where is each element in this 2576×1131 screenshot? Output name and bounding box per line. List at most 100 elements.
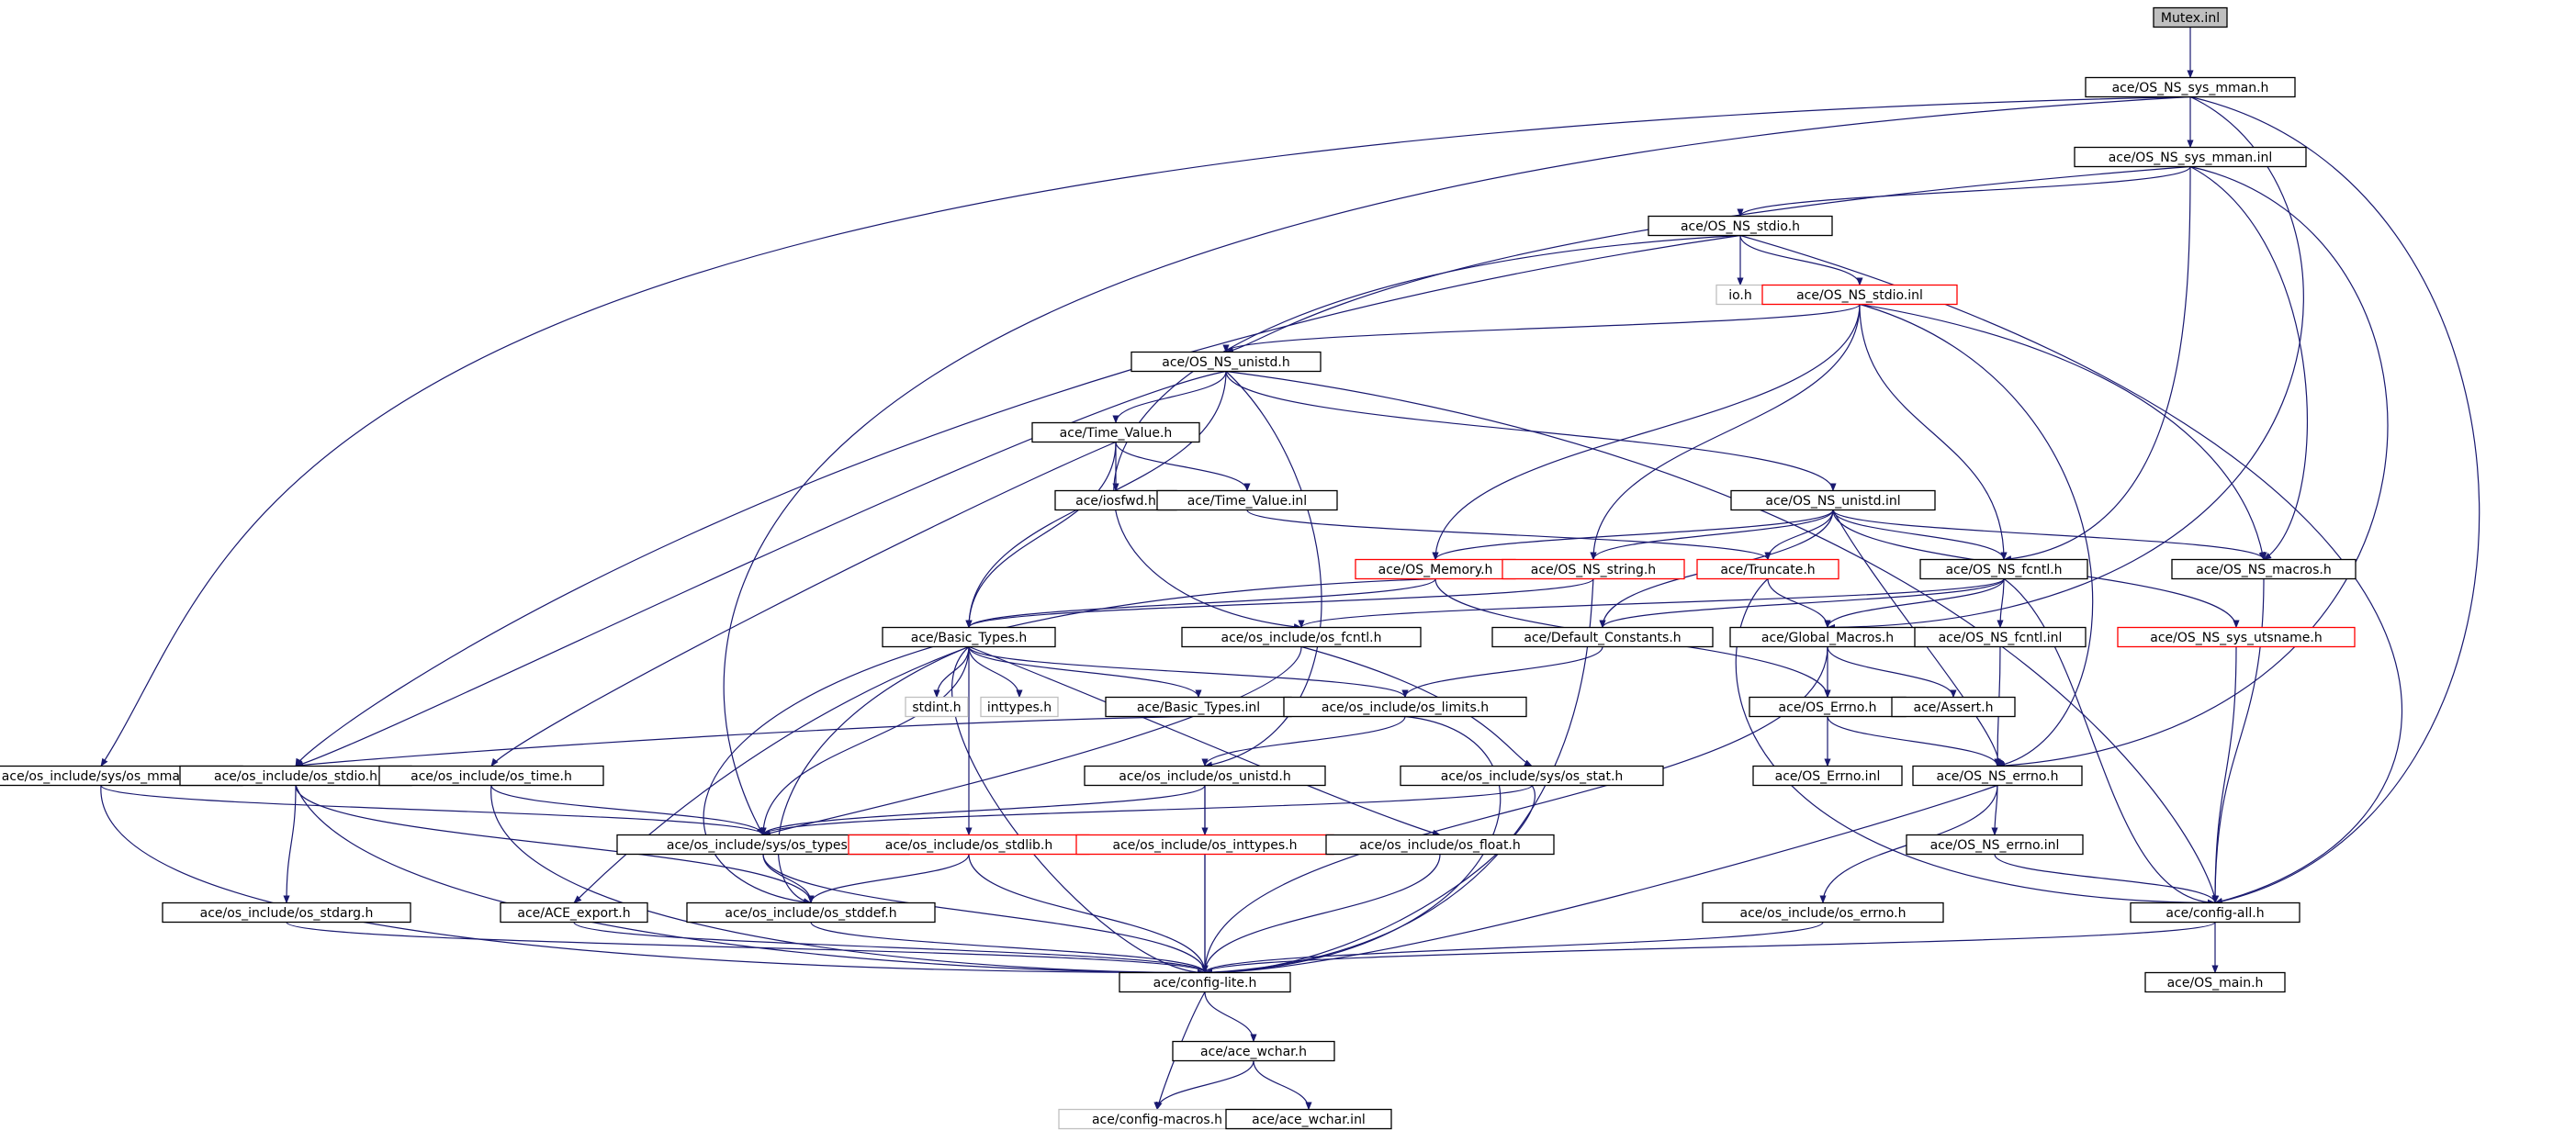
node-ace-export-h[interactable]: ace/ACE_export.h — [500, 901, 648, 924]
node-box — [1761, 284, 1958, 306]
node-label: ace/os_include/os_limits.h — [1322, 700, 1489, 715]
node-os-memory-h[interactable]: ace/OS_Memory.h — [1355, 558, 1516, 580]
node-label: ace/config-macros.h — [1092, 1113, 1222, 1127]
node-label: ace/Global_Macros.h — [1761, 631, 1894, 645]
node-label: inttypes.h — [987, 700, 1052, 715]
node-inttypes-h[interactable]: inttypes.h — [980, 696, 1059, 718]
node-os-include-os-unistd-h[interactable]: ace/os_include/os_unistd.h — [1084, 765, 1326, 787]
node-global-macros-h[interactable]: ace/Global_Macros.h — [1729, 626, 1926, 648]
node-basic-types-inl[interactable]: ace/Basic_Types.inl — [1105, 696, 1292, 718]
node-os-include-os-float-h[interactable]: ace/os_include/os_float.h — [1325, 834, 1555, 856]
node-os-include-os-stdlib-h[interactable]: ace/os_include/os_stdlib.h — [848, 834, 1090, 856]
edge-os-include-sys-os-stat-h-to-config-lite-h — [1204, 785, 1535, 977]
node-box — [378, 765, 604, 787]
node-label: ace/OS_NS_errno.inl — [1930, 838, 2060, 853]
node-os-ns-errno-inl[interactable]: ace/OS_NS_errno.inl — [1906, 834, 2084, 856]
node-os-include-os-inttypes-h[interactable]: ace/os_include/os_inttypes.h — [1075, 834, 1334, 856]
node-label: ace/os_include/sys/os_stat.h — [1441, 769, 1624, 784]
node-label: ace/OS_Memory.h — [1378, 563, 1493, 577]
edge-os-include-os-stdarg-h-to-config-lite-h — [286, 921, 1209, 974]
node-box — [1912, 765, 2083, 787]
node-label: io.h — [1728, 288, 1752, 303]
node-os-ns-sys-utsname-h[interactable]: ace/OS_NS_sys_utsname.h — [2117, 626, 2356, 648]
node-ace-wchar-h[interactable]: ace/ace_wchar.h — [1172, 1040, 1335, 1062]
node-label: ace/OS_NS_macros.h — [2196, 563, 2331, 577]
node-config-lite-h[interactable]: ace/config-lite.h — [1119, 971, 1291, 993]
edge-os-include-os-limits-h-to-os-include-os-unistd-h — [1201, 716, 1406, 767]
node-box — [1648, 215, 1833, 237]
node-label: ace/config-all.h — [2165, 906, 2264, 921]
node-os-ns-fcntl-inl[interactable]: ace/OS_NS_fcntl.inl — [1914, 626, 2087, 648]
node-box — [162, 901, 411, 924]
edge-default-constants-h-to-os-include-os-limits-h — [1401, 646, 1603, 699]
node-config-all-h[interactable]: ace/config-all.h — [2130, 901, 2300, 924]
node-os-include-os-stdarg-h[interactable]: ace/os_include/os_stdarg.h — [162, 901, 411, 924]
node-config-macros-h[interactable]: ace/config-macros.h — [1058, 1108, 1256, 1130]
node-time-value-h[interactable]: ace/Time_Value.h — [1031, 421, 1200, 443]
edge-os-ns-stdio-h-to-os-ns-stdio-inl — [1739, 235, 1863, 286]
edge-os-ns-stdio-inl-to-os-ns-macros-h — [1859, 303, 2266, 561]
node-os-ns-stdio-h[interactable]: ace/OS_NS_stdio.h — [1648, 215, 1833, 237]
edge-os-ns-sys-mman-inl-to-os-ns-stdio-h — [1737, 165, 2191, 218]
edge-os-include-os-fcntl-h-to-os-include-sys-os-types-h — [762, 646, 1302, 836]
node-os-ns-unistd-h[interactable]: ace/OS_NS_unistd.h — [1131, 351, 1322, 373]
node-assert-h[interactable]: ace/Assert.h — [1891, 696, 2016, 718]
edge-os-ns-stdio-h-to-config-all-h — [1739, 234, 2403, 904]
node-os-errno-h[interactable]: ace/OS_Errno.h — [1749, 696, 1907, 718]
node-os-ns-unistd-inl[interactable]: ace/OS_NS_unistd.inl — [1730, 489, 1936, 511]
node-time-value-inl[interactable]: ace/Time_Value.inl — [1156, 489, 1338, 511]
edge-time-value-inl-to-truncate-h — [1246, 509, 1772, 561]
node-os-errno-inl[interactable]: ace/OS_Errno.inl — [1752, 765, 1903, 787]
node-label: ace/os_include/sys/os_types.h — [667, 838, 860, 853]
node-stdint-h[interactable]: stdint.h — [905, 696, 969, 718]
node-os-include-os-stdio-h[interactable]: ace/os_include/os_stdio.h — [179, 765, 412, 787]
node-os-ns-string-h[interactable]: ace/OS_NS_string.h — [1502, 558, 1685, 580]
node-default-constants-h[interactable]: ace/Default_Constants.h — [1491, 626, 1714, 648]
node-os-ns-fcntl-h[interactable]: ace/OS_NS_fcntl.h — [1919, 558, 2088, 580]
node-os-include-os-errno-h[interactable]: ace/os_include/os_errno.h — [1702, 901, 1944, 924]
node-ace-wchar-inl[interactable]: ace/ace_wchar.inl — [1225, 1108, 1392, 1130]
node-label: ace/Basic_Types.h — [911, 631, 1027, 645]
node-os-ns-stdio-inl[interactable]: ace/OS_NS_stdio.inl — [1761, 284, 1958, 306]
edge-os-include-os-unistd-h-to-os-include-sys-os-types-h — [759, 785, 1206, 836]
node-os-include-os-limits-h[interactable]: ace/os_include/os_limits.h — [1283, 696, 1527, 718]
node-box — [2085, 76, 2296, 98]
node-os-include-os-stddef-h[interactable]: ace/os_include/os_stddef.h — [686, 901, 936, 924]
node-label: ace/Time_Value.inl — [1187, 494, 1307, 509]
node-os-ns-errno-h[interactable]: ace/OS_NS_errno.h — [1912, 765, 2083, 787]
edge-time-value-h-to-time-value-inl — [1115, 442, 1251, 492]
edge-os-include-sys-os-types-h-to-config-lite-h — [762, 854, 1209, 974]
node-os-main-h[interactable]: ace/OS_main.h — [2144, 971, 2286, 993]
edge-os-ns-unistd-inl-to-os-ns-errno-h — [1832, 510, 2005, 767]
edge-os-errno-h-to-os-ns-errno-h — [1827, 716, 2001, 767]
node-label: ace/OS_NS_string.h — [1531, 563, 1656, 577]
node-os-include-sys-os-stat-h[interactable]: ace/os_include/sys/os_stat.h — [1400, 765, 1664, 787]
edge-os-ns-sys-utsname-h-to-config-all-h — [2211, 646, 2237, 904]
node-io-h[interactable]: io.h — [1715, 284, 1765, 306]
node-os-include-os-fcntl-h[interactable]: ace/os_include/os_fcntl.h — [1181, 626, 1422, 648]
node-box — [2171, 558, 2357, 580]
node-label: ace/ace_wchar.inl — [1252, 1113, 1366, 1127]
edge-basic-types-h-to-basic-types-inl — [968, 646, 1202, 699]
node-box — [686, 901, 936, 924]
edge-os-include-os-limits-h-to-os-include-os-stdio-h — [295, 714, 1406, 768]
edge-basic-types-h-to-os-include-os-float-h — [968, 645, 1441, 836]
node-label: ace/OS_NS_sys_mman.inl — [2109, 151, 2273, 165]
node-box — [1031, 421, 1200, 443]
node-mutex-inl[interactable]: Mutex.inl — [2153, 6, 2228, 28]
node-os-ns-sys-mman-h[interactable]: ace/OS_NS_sys_mman.h — [2085, 76, 2296, 98]
edge-os-ns-stdio-inl-to-os-ns-string-h — [1590, 304, 1861, 561]
node-iosfwd-h[interactable]: ace/iosfwd.h — [1054, 489, 1177, 511]
node-truncate-h[interactable]: ace/Truncate.h — [1696, 558, 1839, 580]
node-os-ns-macros-h[interactable]: ace/OS_NS_macros.h — [2171, 558, 2357, 580]
edge-os-ns-unistd-h-to-config-all-h — [1225, 370, 2220, 904]
node-box — [1225, 1108, 1392, 1130]
edge-os-include-os-stdio-h-to-config-lite-h — [295, 785, 1206, 977]
edge-time-value-h-to-basic-types-h — [965, 442, 1117, 629]
node-os-ns-sys-mman-inl[interactable]: ace/OS_NS_sys_mman.inl — [2074, 146, 2307, 168]
node-os-include-os-time-h[interactable]: ace/os_include/os_time.h — [378, 765, 604, 787]
node-os-include-sys-os-types-h[interactable]: ace/os_include/sys/os_types.h — [616, 834, 910, 856]
edges-layer — [100, 27, 2480, 1111]
node-basic-types-h[interactable]: ace/Basic_Types.h — [882, 626, 1056, 648]
edge-os-ns-string-h-to-config-lite-h — [1204, 578, 1594, 976]
